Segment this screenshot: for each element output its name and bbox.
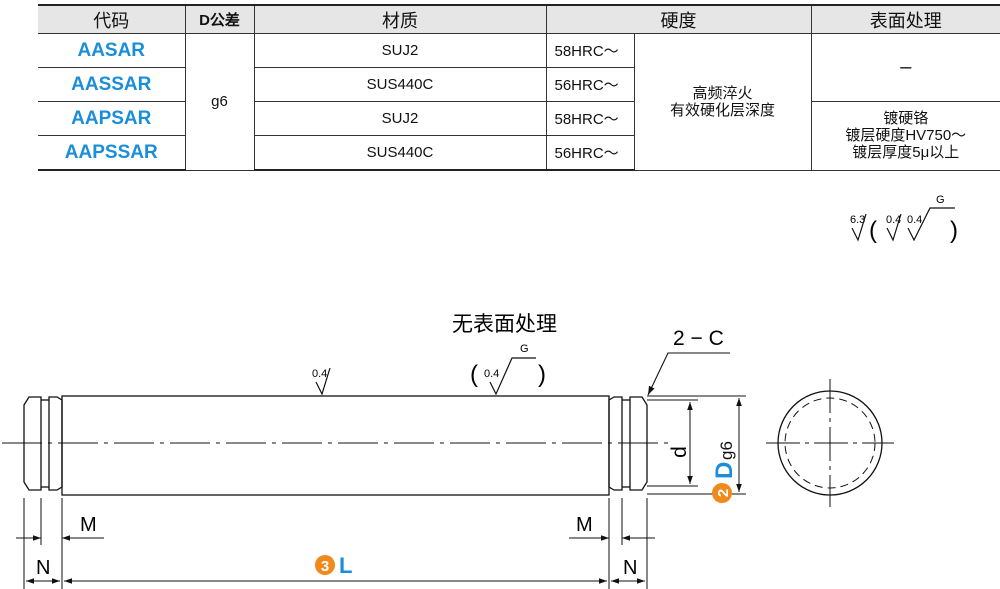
roughness-value: 0.4: [312, 368, 327, 380]
badge-3: [315, 555, 335, 575]
dim-d: d: [647, 399, 698, 487]
paren-close: ): [538, 361, 546, 388]
table-header-row: 代码 D公差 材质 硬度 表面处理: [38, 4, 1000, 34]
dim-M-N: [16, 498, 655, 589]
tolerance-cell: g6: [184, 33, 255, 171]
hardness-note-cell: 高频淬火 有效硬化层深度: [633, 33, 812, 171]
surface-plated-line: 镀层硬度HV750～: [845, 127, 967, 145]
surface-none-cell: –: [810, 33, 1000, 102]
surface-plated-line: 镀硬铬: [883, 110, 929, 128]
badge-3-number: 3: [321, 558, 329, 575]
badge-2: [712, 483, 732, 503]
paren-open: (: [470, 361, 478, 388]
body-roughness-symbol: 0.4: [312, 367, 331, 396]
roughness-value: 0.4: [484, 368, 499, 380]
material-cell: SUS440C: [253, 67, 547, 102]
dim-D-letter: D: [711, 462, 738, 479]
badge-2-number: 2: [715, 489, 732, 497]
close-paren: ): [950, 217, 958, 244]
hardness-cell: 56HRC～: [545, 135, 635, 171]
grind-mark: G: [520, 343, 529, 355]
header-hardness: 硬度: [545, 4, 812, 34]
chamfer-callout: 2 − C: [647, 327, 730, 396]
code-cell: AAPSSAR: [38, 135, 186, 171]
dim-N-left: N: [36, 557, 50, 579]
table-row: AASAR g6 SUJ2 58HRC～ 高频淬火 有效硬化层深度 –: [38, 33, 1000, 171]
chamfer-label: 2 − C: [673, 327, 724, 350]
dim-M-right: M: [576, 514, 593, 536]
dim-D: 2 D g6: [647, 395, 746, 503]
table-row: AASSAR SUS440C 56HRC～: [38, 67, 1000, 102]
material-cell: SUJ2: [253, 101, 547, 136]
roughness-value: 6.3: [850, 214, 865, 226]
open-paren: (: [869, 217, 877, 244]
hardness-cell: 58HRC～: [545, 33, 635, 68]
material-cell: SUS440C: [253, 135, 547, 171]
code-cell: AASSAR: [38, 67, 186, 102]
dim-L-label: 3 L: [315, 553, 352, 578]
hardness-note-line: 有效硬化层深度: [669, 101, 775, 119]
surface-plated-cell: 镀硬铬 镀层硬度HV750～ 镀层厚度5μ以上: [810, 101, 1000, 171]
hardness-note-line: 高频淬火: [692, 84, 753, 102]
material-cell: SUJ2: [253, 33, 547, 68]
dim-D-tolerance: g6: [717, 441, 736, 460]
spec-table: 代码 D公差 材质 硬度 表面处理 AASAR g6 SUJ2 58HRC～ 高…: [38, 4, 1000, 171]
dim-d-label: d: [668, 446, 691, 458]
grind-mark: G: [936, 194, 945, 206]
header-code: 代码: [38, 4, 186, 34]
dim-N-right: N: [623, 557, 637, 579]
shaft-end-view: [766, 379, 894, 507]
roughness-value: 0.4: [907, 214, 922, 226]
code-cell: AASAR: [38, 33, 186, 68]
code-cell: AAPSAR: [38, 101, 186, 136]
roughness-value: 0.4: [886, 214, 901, 226]
dim-M-left: M: [80, 514, 97, 536]
general-roughness-symbol: 6.3 ( 0.4 0.4 G ): [850, 194, 958, 244]
hardness-cell: 56HRC～: [545, 67, 635, 102]
table-row: AAPSSAR SUS440C 56HRC～: [38, 135, 1000, 171]
hardness-cell: 58HRC～: [545, 101, 635, 136]
header-surface: 表面处理: [810, 4, 1000, 34]
groove-roughness-symbol: ( 0.4 G ): [470, 343, 546, 396]
surface-plated-line: 镀层厚度5μ以上: [852, 144, 960, 162]
dim-L-letter: L: [339, 553, 352, 578]
shaft-side-view: [23, 395, 648, 496]
table-row: AAPSAR SUJ2 58HRC～ 镀硬铬 镀层硬度HV750～ 镀层厚度5μ…: [38, 101, 1000, 171]
no-surface-treatment-label: 无表面处理: [452, 313, 557, 336]
